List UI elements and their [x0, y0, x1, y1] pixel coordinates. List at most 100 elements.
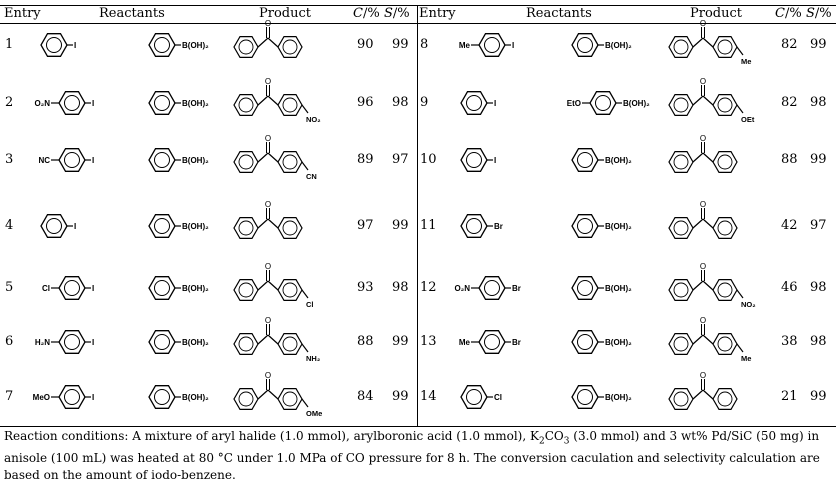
selectivity-value: 97: [810, 218, 827, 233]
entry-number: 7: [5, 389, 14, 404]
header-product: Product: [259, 6, 311, 21]
selectivity-value: 99: [392, 389, 409, 404]
table-header-rule: [0, 23, 836, 24]
product-substituent-label: Cl: [306, 300, 314, 309]
leaving-group-label: B(OH)₂: [605, 284, 632, 293]
product-substituent-label: NH₂: [306, 354, 320, 363]
selectivity-value: 99: [810, 37, 827, 52]
entry-number: 3: [5, 152, 14, 167]
product-structure: O Cl: [228, 256, 338, 312]
leaving-group-label: B(OH)₂: [605, 222, 632, 231]
entry-number: 6: [5, 334, 14, 349]
svg-text:O: O: [265, 200, 271, 209]
svg-text:O: O: [700, 77, 706, 86]
conversion-value: 21: [781, 389, 798, 404]
product-substituent-label: OEt: [741, 115, 755, 124]
benzene-ring: [148, 91, 176, 115]
benzene-ring: [571, 33, 599, 57]
product-substituent-label: OMe: [306, 409, 322, 418]
leaving-group-label: B(OH)₂: [182, 338, 209, 347]
benzene-ring: [460, 385, 488, 409]
selectivity-value: 99: [392, 37, 409, 52]
svg-text:O: O: [700, 19, 706, 28]
svg-text:O: O: [700, 316, 706, 325]
aryl-halide-structure: I: [20, 208, 140, 244]
benzene-ring: [148, 330, 176, 354]
selectivity-value: 99: [392, 218, 409, 233]
benzene-ring: [148, 148, 176, 172]
header-entry: Entry: [4, 6, 41, 21]
entry-number: 4: [5, 218, 14, 233]
conversion-value: 93: [357, 280, 374, 295]
boronic-acid-structure: B(OH)₂: [551, 324, 671, 360]
aryl-halide-structure: I: [440, 142, 560, 178]
substituent-label: H₂N: [35, 338, 50, 347]
leaving-group-label: I: [92, 393, 94, 402]
benzene-ring: [460, 148, 488, 172]
product-structure: O OEt: [663, 71, 773, 127]
leaving-group-label: I: [494, 99, 496, 108]
svg-text:O: O: [265, 262, 271, 271]
leaving-group-label: Br: [494, 222, 503, 231]
substituent-label: MeO: [33, 393, 50, 402]
leaving-group-label: B(OH)₂: [182, 222, 209, 231]
boronic-acid-structure: B(OH)₂: [128, 208, 248, 244]
header-product: Product: [690, 6, 742, 21]
conversion-value: 97: [357, 218, 374, 233]
product-substituent-label: CN: [306, 172, 317, 181]
header-conversion: C/%: [353, 6, 380, 21]
product-substituent-label: Me: [741, 354, 751, 363]
header-entry: Entry: [419, 6, 456, 21]
product-substituent-label: NO₂: [741, 300, 756, 309]
entry-number: 14: [420, 389, 437, 404]
selectivity-value: 97: [392, 152, 409, 167]
svg-text:O: O: [700, 134, 706, 143]
boronic-acid-structure: B(OH)₂: [128, 27, 248, 63]
selectivity-value: 98: [810, 95, 827, 110]
benzene-ring: [571, 148, 599, 172]
leaving-group-label: I: [74, 222, 76, 231]
benzene-ring: [148, 385, 176, 409]
leaving-group-label: I: [92, 284, 94, 293]
header-selectivity: S/%: [384, 6, 410, 21]
substituent-label: EtO: [567, 99, 581, 108]
leaving-group-label: B(OH)₂: [182, 41, 209, 50]
aryl-halide-structure: MeO I: [20, 379, 140, 415]
entry-number: 13: [420, 334, 437, 349]
aryl-halide-structure: Cl: [440, 379, 560, 415]
leaving-group-label: B(OH)₂: [605, 393, 632, 402]
substituent-label: O₂N: [34, 99, 50, 108]
boronic-acid-structure: B(OH)₂: [551, 379, 671, 415]
selectivity-value: 98: [392, 95, 409, 110]
conversion-value: 90: [357, 37, 374, 52]
product-substituent-label: NO₂: [306, 115, 321, 124]
leaving-group-label: Cl: [494, 393, 502, 402]
benzene-ring: [148, 276, 176, 300]
leaving-group-label: Br: [512, 338, 521, 347]
product-structure: O: [663, 365, 773, 421]
selectivity-value: 98: [810, 280, 827, 295]
entry-number: 2: [5, 95, 14, 110]
entry-number: 10: [420, 152, 437, 167]
aryl-halide-structure: I: [440, 85, 560, 121]
table-divider: [417, 5, 418, 426]
product-structure: O Me: [663, 310, 773, 366]
entry-number: 11: [420, 218, 437, 233]
conversion-value: 42: [781, 218, 798, 233]
selectivity-value: 99: [810, 389, 827, 404]
boronic-acid-structure: B(OH)₂: [551, 270, 671, 306]
leaving-group-label: B(OH)₂: [182, 284, 209, 293]
leaving-group-label: I: [92, 99, 94, 108]
aryl-halide-structure: O₂N I: [20, 85, 140, 121]
benzene-ring: [40, 33, 68, 57]
boronic-acid-structure: B(OH)₂: [128, 324, 248, 360]
benzene-ring: [148, 214, 176, 238]
